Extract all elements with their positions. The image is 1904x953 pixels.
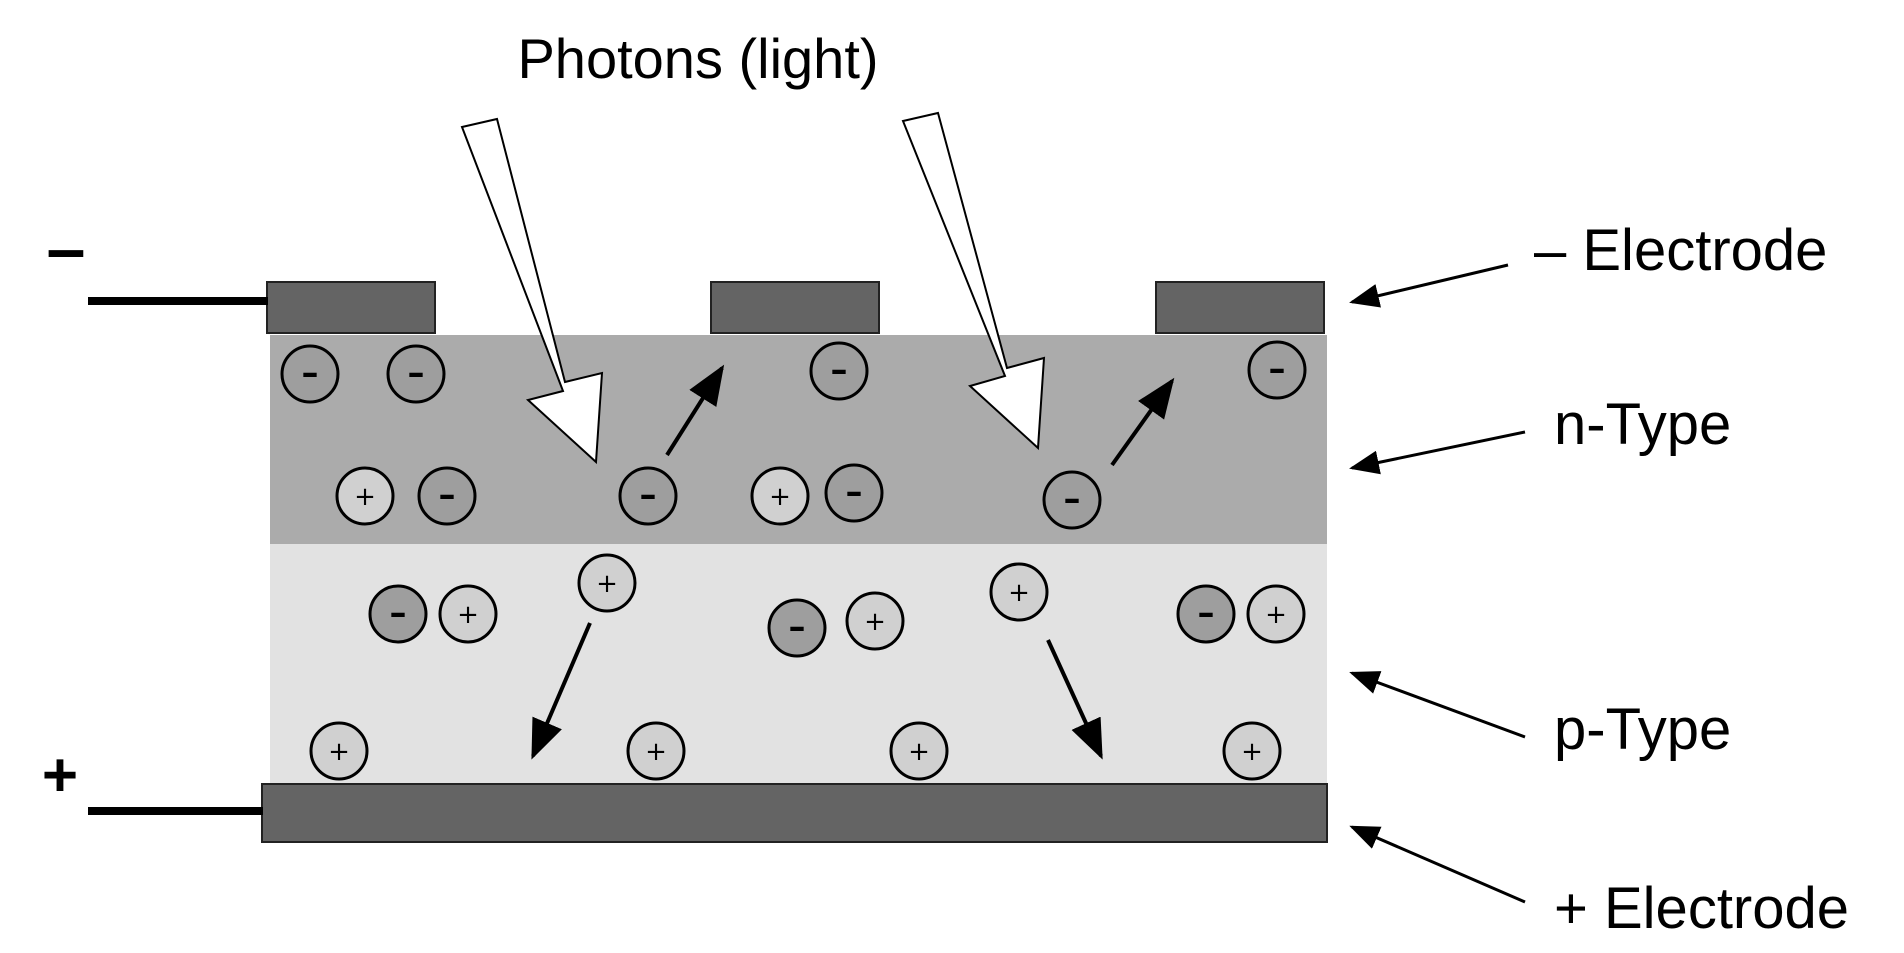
hole-22 bbox=[1222, 721, 1282, 781]
electron-12 bbox=[368, 584, 428, 644]
pointer-neg-electrode bbox=[1349, 263, 1509, 308]
electron-10 bbox=[1042, 470, 1102, 530]
bottom-electrode bbox=[261, 783, 1328, 843]
electron-sign-2: – bbox=[408, 353, 425, 393]
photons-label: Photons (light) bbox=[517, 27, 878, 90]
negative-terminal-sign: – bbox=[47, 209, 86, 287]
electron-sign-9: – bbox=[846, 472, 863, 512]
electron-sign-4: – bbox=[1269, 349, 1286, 389]
pointer-p-type bbox=[1349, 671, 1526, 739]
electron-9 bbox=[824, 463, 884, 523]
hole-18 bbox=[1246, 584, 1306, 644]
top-electrode-2 bbox=[710, 281, 880, 334]
hole-sign-16: + bbox=[864, 607, 886, 637]
hole-sign-14: + bbox=[1008, 578, 1030, 608]
electron-3 bbox=[809, 341, 869, 401]
hole-sign-22: + bbox=[1241, 737, 1263, 767]
pointer-pos-electrode bbox=[1349, 825, 1526, 904]
hole-path-arrow-1 bbox=[531, 622, 592, 760]
hole-8 bbox=[750, 466, 810, 526]
top-electrode-3 bbox=[1155, 281, 1325, 334]
p-type-label: p-Type bbox=[1554, 697, 1731, 762]
electron-2 bbox=[386, 344, 446, 404]
hole-21 bbox=[889, 721, 949, 781]
hole-sign-18: + bbox=[1265, 600, 1287, 630]
hole-sign-8: + bbox=[769, 482, 791, 512]
electron-sign-6: – bbox=[439, 475, 456, 515]
hole-13 bbox=[438, 584, 498, 644]
hole-sign-5: + bbox=[354, 482, 376, 512]
hole-sign-20: + bbox=[645, 737, 667, 767]
electron-sign-3: – bbox=[831, 350, 848, 390]
electron-7 bbox=[618, 466, 678, 526]
electron-4 bbox=[1247, 340, 1307, 400]
photon-arrow-right bbox=[901, 111, 1046, 451]
p-type-layer bbox=[270, 544, 1327, 784]
hole-path-arrow-2 bbox=[1046, 639, 1103, 760]
electron-17 bbox=[1176, 584, 1236, 644]
pos-electrode-label: + Electrode bbox=[1554, 876, 1849, 941]
top-electrode-1 bbox=[266, 281, 436, 334]
charge-carriers: – – – – + – – + – – + – + + – + – + + + + + bbox=[280, 340, 1307, 781]
electron-path-arrow-1 bbox=[665, 364, 725, 457]
electron-6 bbox=[417, 466, 477, 526]
electron-1 bbox=[280, 344, 340, 404]
positive-terminal-sign: + bbox=[42, 741, 78, 810]
electron-path-arrow-2 bbox=[1110, 377, 1175, 467]
hole-16 bbox=[845, 591, 905, 651]
electron-sign-10: – bbox=[1064, 479, 1081, 519]
neg-electrode-label: – Electrode bbox=[1534, 218, 1827, 283]
hole-sign-21: + bbox=[908, 737, 930, 767]
hole-11 bbox=[577, 553, 637, 613]
electron-sign-12: – bbox=[390, 593, 407, 633]
electron-sign-17: – bbox=[1198, 593, 1215, 633]
electron-sign-1: – bbox=[302, 353, 319, 393]
hole-19 bbox=[309, 721, 369, 781]
electron-sign-7: – bbox=[640, 475, 657, 515]
hole-5 bbox=[335, 466, 395, 526]
photon-arrow-left bbox=[460, 117, 604, 465]
electron-sign-15: – bbox=[789, 607, 806, 647]
electron-15 bbox=[767, 598, 827, 658]
hole-sign-11: + bbox=[596, 569, 618, 599]
hole-14 bbox=[989, 562, 1049, 622]
hole-sign-13: + bbox=[457, 600, 479, 630]
hole-sign-19: + bbox=[328, 737, 350, 767]
n-type-label: n-Type bbox=[1554, 392, 1731, 457]
hole-20 bbox=[626, 721, 686, 781]
pointer-n-type bbox=[1349, 430, 1526, 475]
